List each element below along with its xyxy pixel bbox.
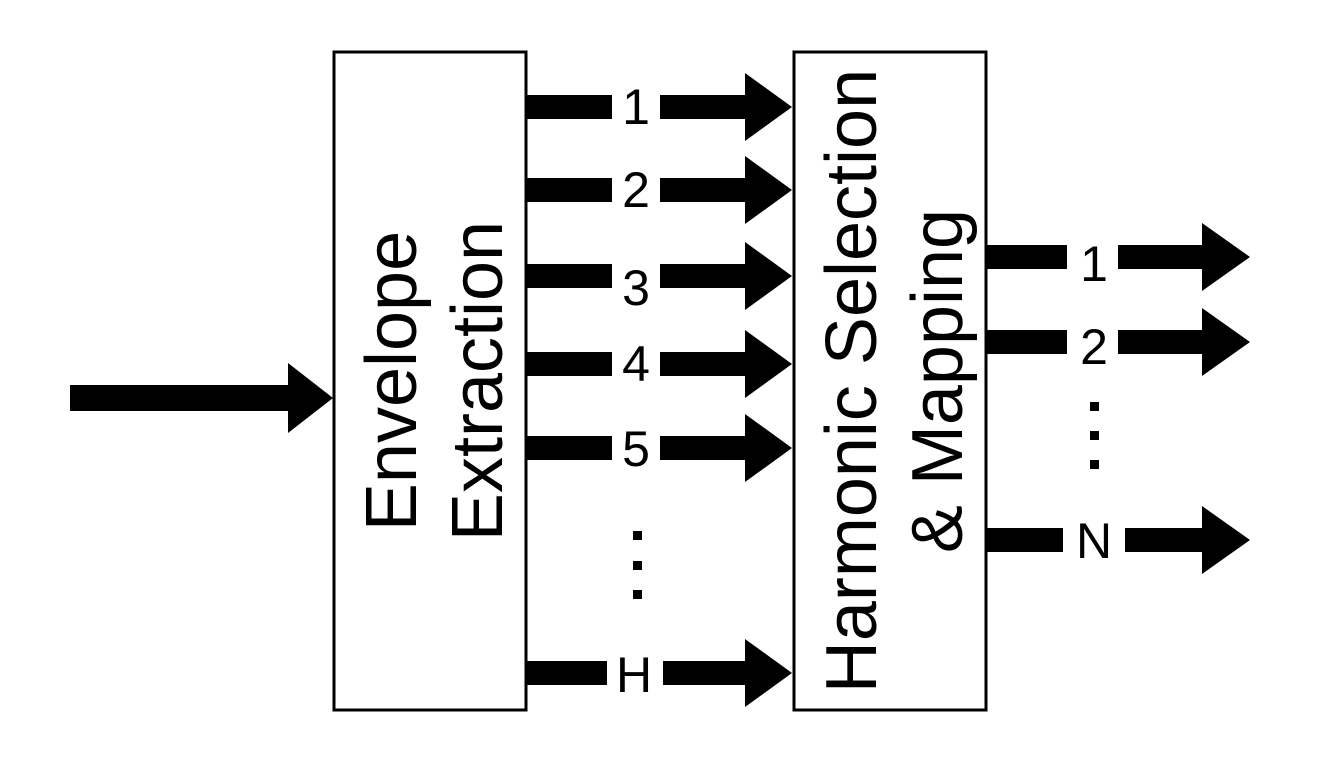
harmonic-selection-line1: Harmonic Selection bbox=[812, 69, 892, 693]
harmonic-arrow-1: 1 bbox=[527, 73, 792, 141]
output-label-2: 2 bbox=[1080, 319, 1108, 375]
output-label-1: 1 bbox=[1080, 236, 1108, 292]
envelope-extraction-line1: Envelope bbox=[352, 231, 432, 531]
harmonic-arrow-3: 3 bbox=[527, 242, 792, 316]
harmonic-selection-block bbox=[792, 50, 988, 712]
input-arrow bbox=[70, 363, 333, 433]
output-label-n: N bbox=[1076, 513, 1112, 569]
harmonic-arrow-2: 2 bbox=[527, 156, 792, 224]
harmonic-label-1: 1 bbox=[622, 79, 650, 135]
harmonic-label-5: 5 bbox=[622, 421, 650, 477]
harmonic-label-h: H bbox=[616, 647, 652, 703]
output-ellipsis bbox=[1090, 402, 1099, 469]
envelope-extraction-block bbox=[332, 50, 528, 712]
harmonic-label-4: 4 bbox=[622, 336, 650, 392]
envelope-extraction-line2: Extraction bbox=[438, 221, 518, 541]
output-arrow-1: 1 bbox=[987, 223, 1250, 292]
harmonic-arrow-5: 5 bbox=[527, 414, 792, 482]
output-arrow-n: N bbox=[987, 506, 1250, 574]
harmonic-arrow-h: H bbox=[527, 639, 792, 707]
output-arrow-2: 2 bbox=[987, 308, 1250, 376]
harmonic-label-2: 2 bbox=[622, 162, 650, 218]
harmonic-selection-line2: & Mapping bbox=[898, 209, 978, 553]
harmonic-label-3: 3 bbox=[622, 260, 650, 316]
harmonic-arrow-4: 4 bbox=[527, 330, 792, 398]
harmonic-ellipsis bbox=[633, 531, 642, 599]
